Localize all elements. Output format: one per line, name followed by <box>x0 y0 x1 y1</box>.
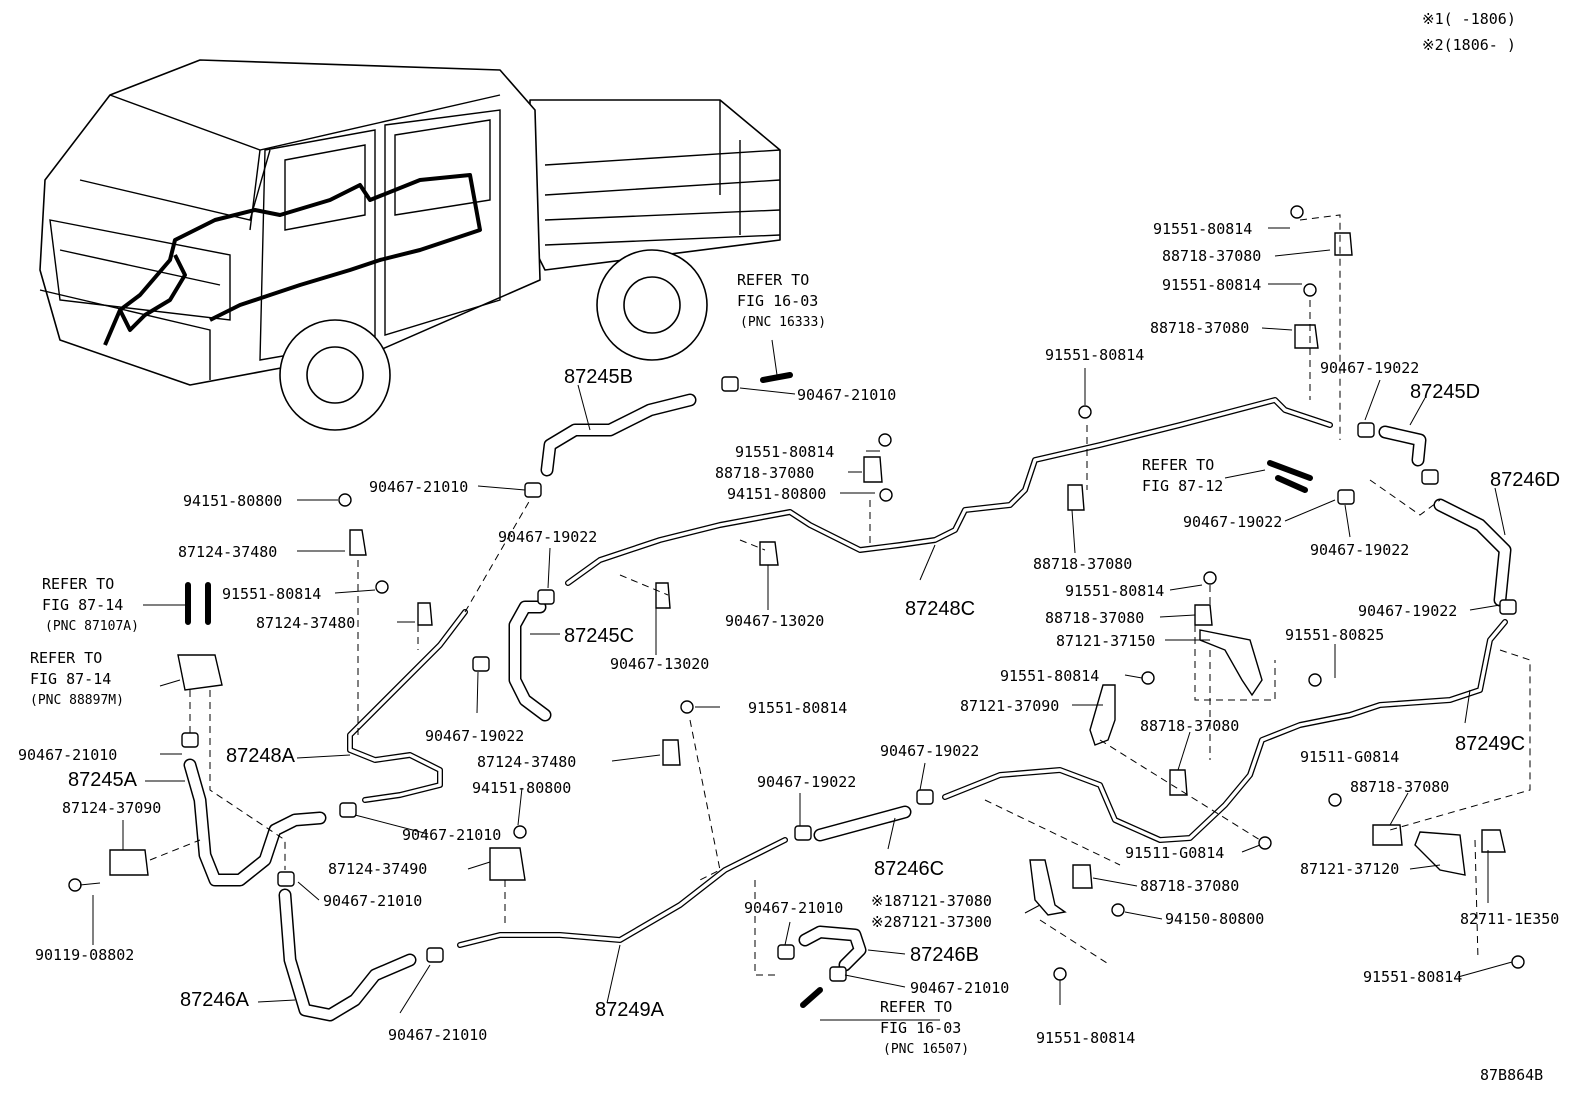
part-label: 91551-80814 <box>1153 220 1252 238</box>
part-label: 91511-G0814 <box>1300 748 1399 766</box>
pnc-label: (PNC 16507) <box>883 1042 969 1057</box>
part-label: 91551-80814 <box>1036 1029 1135 1047</box>
part-label: ※287121-37300 <box>871 913 992 931</box>
note-2: ※2(1806- ) <box>1422 36 1516 54</box>
part-label: 87245D <box>1410 381 1480 403</box>
part-label: 88718-37080 <box>1140 877 1239 895</box>
fig-ref-label: FIG 87-12 <box>1142 477 1223 495</box>
part-label: 87121-37090 <box>960 697 1059 715</box>
part-label: 87245A <box>68 769 138 791</box>
part-label: 94151-80800 <box>183 492 282 510</box>
part-label: 90467-19022 <box>498 528 597 546</box>
fig-ref-label: FIG 87-14 <box>42 596 123 614</box>
pnc-label: (PNC 88897M) <box>30 693 124 708</box>
assembly-dashed-lines <box>149 214 1531 976</box>
part-label: 90467-19022 <box>880 742 979 760</box>
part-label: 90467-19022 <box>1358 602 1457 620</box>
part-label: 82711-1E350 <box>1460 910 1559 928</box>
part-label: 87246A <box>180 989 250 1011</box>
part-label: 91551-80814 <box>1000 667 1099 685</box>
part-label: 90467-21010 <box>18 746 117 764</box>
refer-to-label: REFER TO <box>30 649 102 667</box>
part-label: 90467-13020 <box>725 612 824 630</box>
part-label: 87124-37090 <box>62 799 161 817</box>
part-label: 91551-80814 <box>222 585 321 603</box>
part-label: 87124-37480 <box>178 543 277 561</box>
part-label: 87124-37490 <box>328 860 427 878</box>
part-label: 87246B <box>910 944 979 966</box>
part-label: 87248A <box>226 745 296 767</box>
part-label: 91511-G0814 <box>1125 844 1224 862</box>
fig-ref-label: FIG 16-03 <box>880 1019 961 1037</box>
part-label: 87121-37120 <box>1300 860 1399 878</box>
part-label: 90467-21010 <box>910 979 1009 997</box>
part-label: 88718-37080 <box>1140 717 1239 735</box>
fig-ref-label: FIG 16-03 <box>737 292 818 310</box>
refer-to-label: REFER TO <box>1142 456 1214 474</box>
part-label: 87246D <box>1490 469 1560 491</box>
part-label: 87246C <box>874 858 944 880</box>
part-label: 90467-19022 <box>757 773 856 791</box>
part-label: 87124-37480 <box>477 753 576 771</box>
part-label: 87249C <box>1455 733 1525 755</box>
part-label: 91551-80825 <box>1285 626 1384 644</box>
part-label: 91551-80814 <box>1065 582 1164 600</box>
part-label: 90119-08802 <box>35 946 134 964</box>
leader-lines <box>79 227 1513 1021</box>
part-label: 88718-37080 <box>1350 778 1449 796</box>
part-label: 90467-21010 <box>369 478 468 496</box>
part-label: 87124-37480 <box>256 614 355 632</box>
clamps-and-fasteners <box>68 205 1525 982</box>
refer-to-label: REFER TO <box>42 575 114 593</box>
hoses-and-pipes <box>183 372 1512 1022</box>
part-label: 91551-80814 <box>748 699 847 717</box>
refer-to-label: REFER TO <box>880 998 952 1016</box>
part-label: 91551-80814 <box>1363 968 1462 986</box>
part-label: 90467-19022 <box>425 727 524 745</box>
part-label: 90467-13020 <box>610 655 709 673</box>
part-label: 90467-21010 <box>323 892 422 910</box>
part-label: 88718-37080 <box>1033 555 1132 573</box>
part-label: 90467-21010 <box>797 386 896 404</box>
truck-illustration <box>39 59 781 431</box>
part-label: 94151-80800 <box>727 485 826 503</box>
part-label: 90467-21010 <box>388 1026 487 1044</box>
part-label: 91551-80814 <box>1045 346 1144 364</box>
illustration-code: 87B864B <box>1480 1066 1543 1084</box>
part-label: 88718-37080 <box>715 464 814 482</box>
part-label: 94151-80800 <box>472 779 571 797</box>
fig-ref-label: FIG 87-14 <box>30 670 111 688</box>
part-label: 88718-37080 <box>1162 247 1261 265</box>
part-label: 87248C <box>905 598 975 620</box>
note-1: ※1( -1806) <box>1422 10 1516 28</box>
part-labels: ※1( -1806) ※2(1806- ) REFER TO FIG 16-03… <box>18 10 1560 1084</box>
part-label: 90467-19022 <box>1310 541 1409 559</box>
part-label: 88718-37080 <box>1150 319 1249 337</box>
part-label: 94150-80800 <box>1165 910 1264 928</box>
part-label: 87245B <box>564 366 633 388</box>
pnc-label: (PNC 87107A) <box>45 619 139 634</box>
part-label: 91551-80814 <box>735 443 834 461</box>
pnc-label: (PNC 16333) <box>740 315 826 330</box>
part-label: 90467-19022 <box>1320 359 1419 377</box>
part-label: 87249A <box>595 999 665 1021</box>
refer-to-label: REFER TO <box>737 271 809 289</box>
part-label: 87121-37150 <box>1056 632 1155 650</box>
part-label: 90467-21010 <box>402 826 501 844</box>
part-label: 88718-37080 <box>1045 609 1144 627</box>
part-label: 87245C <box>564 625 634 647</box>
part-label: 90467-21010 <box>744 899 843 917</box>
part-label: 91551-80814 <box>1162 276 1261 294</box>
part-label: ※187121-37080 <box>871 892 992 910</box>
part-label: 90467-19022 <box>1183 513 1282 531</box>
